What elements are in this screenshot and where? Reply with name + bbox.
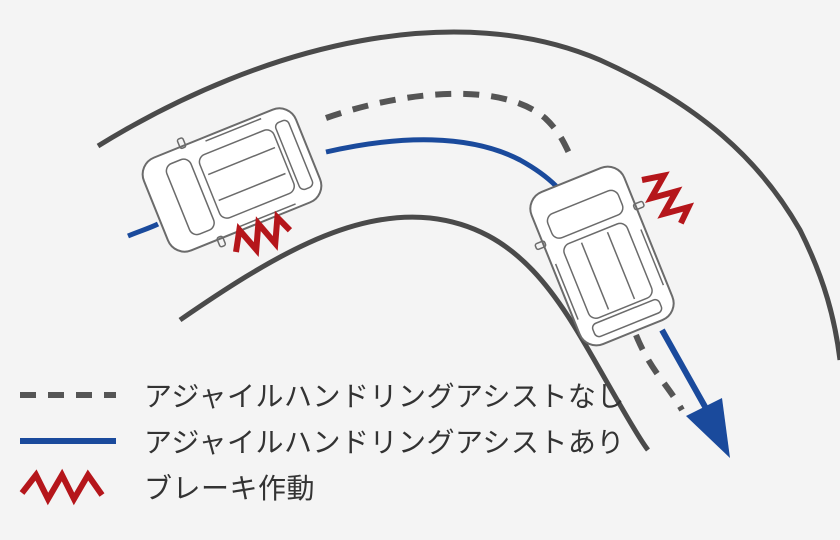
- car-entering-curve: [133, 94, 331, 266]
- dashed-line-icon: [20, 392, 116, 398]
- brake-zigzag-icon: [19, 468, 105, 506]
- path-with-assist-start: [127, 221, 160, 239]
- legend-label: アジャイルハンドリングアシストあり: [144, 426, 625, 459]
- road-outer-edge: [96, 29, 840, 361]
- direction-arrowhead: [686, 398, 730, 458]
- path-with-assist-exit: [659, 328, 711, 414]
- car-exiting-curve: [516, 157, 688, 355]
- path-without-assist: [325, 90, 573, 157]
- legend-label: アジャイルハンドリングアシストなし: [144, 380, 625, 413]
- legend-item-brake: ブレーキ作動: [18, 464, 625, 510]
- legend-item-without-assist: アジャイルハンドリングアシストなし: [18, 372, 625, 418]
- road-inner-edge: [178, 214, 650, 452]
- brake-zigzag-icon: [639, 168, 694, 228]
- solid-line-icon: [20, 438, 116, 444]
- legend-label: ブレーキ作動: [144, 472, 316, 505]
- legend: アジャイルハンドリングアシストなし アジャイルハンドリングアシストあり ブレーキ…: [18, 372, 625, 510]
- path-without-assist-tail: [633, 333, 685, 412]
- legend-item-with-assist: アジャイルハンドリングアシストあり: [18, 418, 625, 464]
- path-with-assist: [325, 137, 558, 188]
